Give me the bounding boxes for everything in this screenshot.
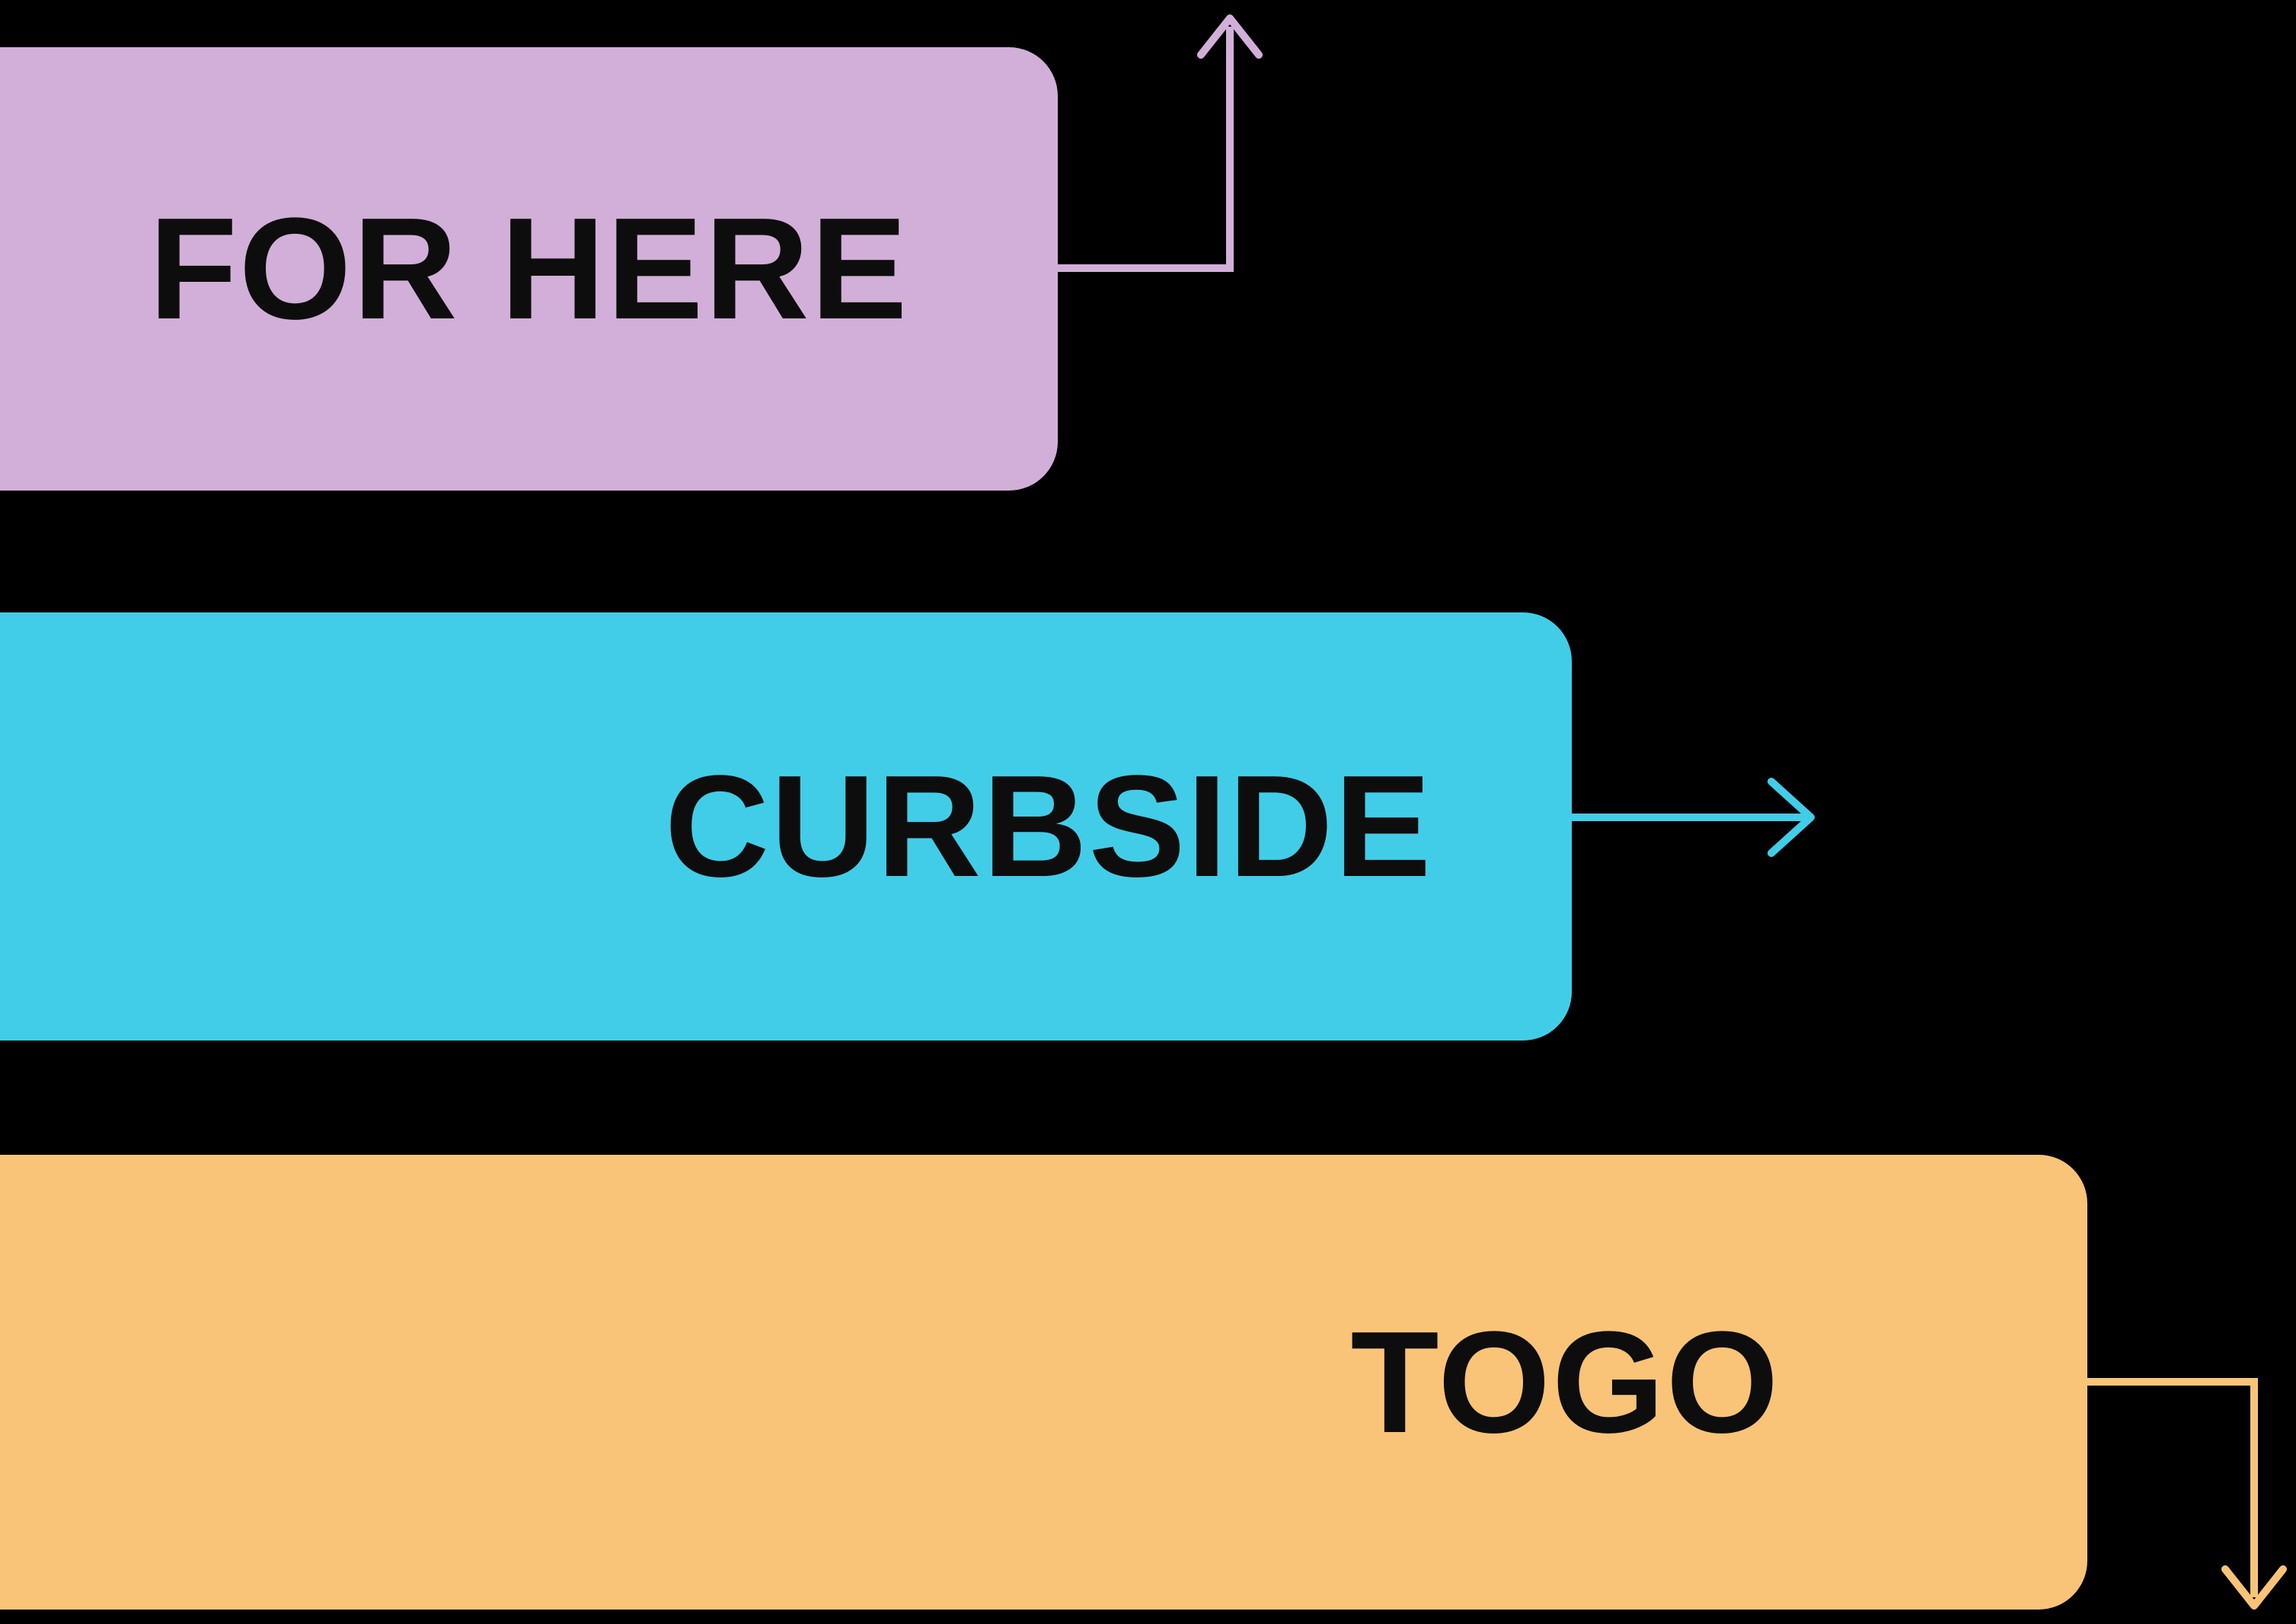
node-for-here[interactable]: FOR HERE: [0, 47, 1058, 491]
curbside-arrow-right-icon: [1568, 778, 1815, 857]
node-togo[interactable]: TOGO: [0, 1155, 2087, 1610]
node-togo-label: TOGO: [1350, 1301, 1780, 1463]
node-for-here-label: FOR HERE: [148, 188, 909, 350]
node-curbside-label: CURBSIDE: [664, 746, 1433, 907]
node-curbside[interactable]: CURBSIDE: [0, 612, 1572, 1041]
togo-arrow-down-icon: [2084, 1378, 2287, 1610]
for-here-arrow-up-icon: [1054, 14, 1263, 272]
